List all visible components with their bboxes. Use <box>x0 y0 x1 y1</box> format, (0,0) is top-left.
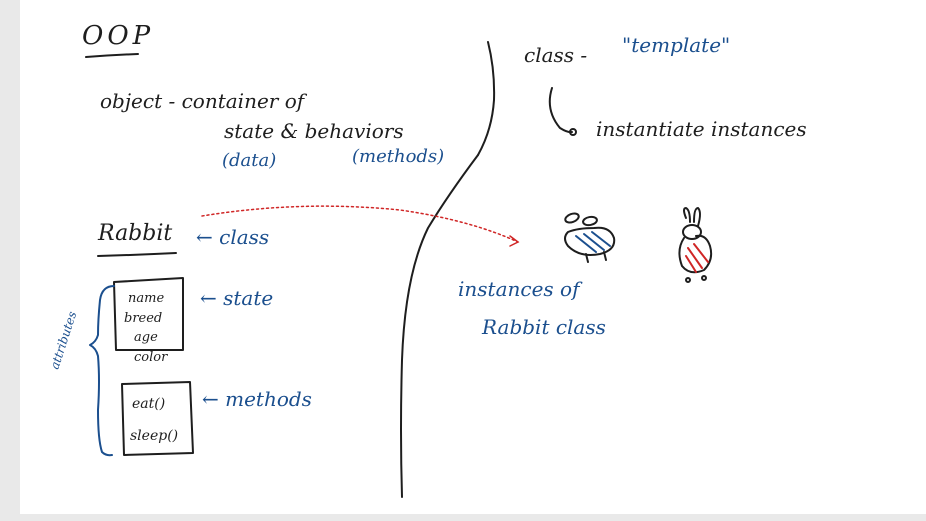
blue-rabbit-icon <box>564 212 616 263</box>
state-label: ← state <box>200 286 273 310</box>
instances-text-line1: instances of <box>458 277 583 301</box>
rabbit-class-name: Rabbit <box>97 221 172 246</box>
attr-age: age <box>134 330 158 345</box>
title-text: OOP <box>82 21 154 51</box>
whiteboard-page[interactable] <box>20 0 926 514</box>
divider-bottom <box>400 154 479 498</box>
class-definition-text: class - <box>524 43 587 67</box>
method-sleep: sleep() <box>130 428 178 444</box>
instantiate-arrow-tip <box>569 128 577 136</box>
state-box <box>113 277 184 351</box>
object-definition-text: object - container of <box>100 89 308 113</box>
data-paren-text: (data) <box>222 150 276 171</box>
attributes-brace <box>89 285 115 457</box>
methods-paren-text: (methods) <box>352 146 444 167</box>
state-behaviors-text: state & behaviors <box>224 119 404 143</box>
template-text: "template" <box>622 33 730 57</box>
attr-color: color <box>134 350 168 365</box>
attr-name: name <box>128 291 164 306</box>
methods-label: ← methods <box>202 387 312 411</box>
instances-text-line2: Rabbit class <box>481 315 606 339</box>
rabbit-underline <box>97 252 177 257</box>
instantiate-text: instantiate instances <box>596 117 807 141</box>
method-eat: eat() <box>132 396 165 412</box>
attr-breed: breed <box>124 311 162 326</box>
methods-box <box>121 381 194 456</box>
red-rabbit-icon <box>678 207 713 283</box>
divider-top <box>477 41 496 156</box>
rabbit-to-instances-arrow <box>201 205 520 247</box>
class-label: ← class <box>196 225 269 249</box>
title-underline <box>85 53 139 58</box>
arrow-head <box>509 235 520 247</box>
